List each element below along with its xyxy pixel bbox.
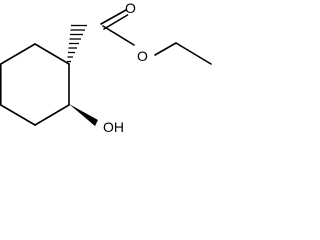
ester-oxygen-label: O — [137, 48, 148, 64]
bond-ester-o-to-ch2 — [154, 42, 177, 56]
bold-wedge-bond — [69, 104, 98, 126]
molecule-drawing: O O OH — [0, 0, 212, 135]
hydroxyl-label: OH — [103, 119, 124, 135]
hashed-wedge-bond — [67, 24, 87, 63]
ring-bond-c5-c6 — [0, 43, 36, 65]
carbonyl-double-bond — [100, 9, 129, 30]
ring-bond-c3-c4 — [0, 104, 36, 126]
bond-carbonyl-c-to-ester-o — [102, 25, 135, 46]
structure-canvas: O O OH — [0, 0, 215, 138]
bond-ch2-to-ch3 — [175, 42, 212, 65]
ring-bond-c6-c1 — [34, 43, 70, 65]
ring-bond-c2-c3 — [34, 104, 70, 126]
cyclohexane-ring — [0, 43, 70, 126]
carbonyl-oxygen-label: O — [125, 0, 136, 16]
